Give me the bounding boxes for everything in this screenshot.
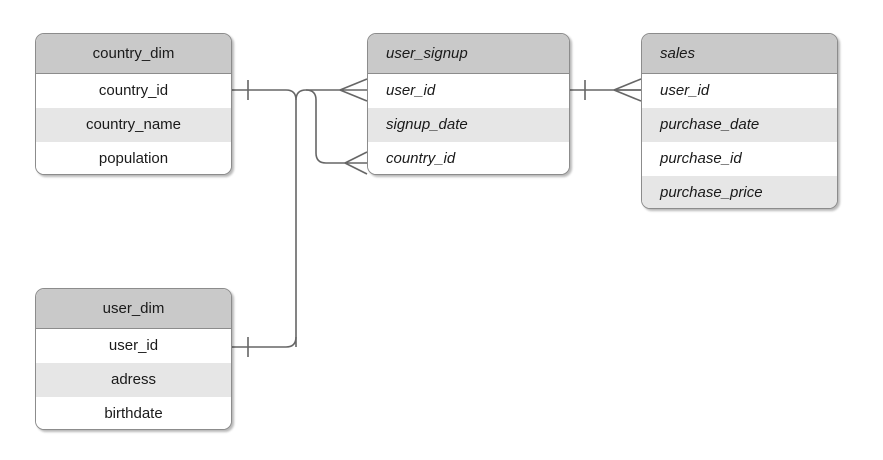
attribute-row-country-name[interactable]: country_name (36, 108, 231, 142)
entity-country-dim[interactable]: country_dim country_id country_name popu… (35, 33, 232, 175)
attribute-row-population[interactable]: population (36, 142, 231, 174)
entity-user-dim[interactable]: user_dim user_id adress birthdate (35, 288, 232, 430)
attribute-row-purchase-id[interactable]: purchase_id (642, 142, 837, 176)
attribute-row-birthdate[interactable]: birthdate (36, 397, 231, 429)
entity-sales[interactable]: sales user_id purchase_date purchase_id … (641, 33, 838, 209)
attribute-row-country-id[interactable]: country_id (36, 74, 231, 108)
relationship-line-country-dim-to-user-signup (232, 89, 297, 347)
attribute-row-adress[interactable]: adress (36, 363, 231, 397)
relationship-line-trunk-to-country-id (305, 89, 345, 164)
entity-title-user-dim: user_dim (36, 289, 231, 329)
attribute-row-signup-date[interactable]: signup_date (368, 108, 569, 142)
cardinality-many-user-signup-user-id (339, 78, 368, 102)
entity-user-signup[interactable]: user_signup user_id signup_date country_… (367, 33, 570, 175)
relationship-line-user-dim-to-trunk (232, 336, 297, 348)
entity-title-user-signup: user_signup (368, 34, 569, 74)
attribute-row-purchase-price[interactable]: purchase_price (642, 176, 837, 208)
attribute-row-user-id[interactable]: user_id (642, 74, 837, 108)
cardinality-many-user-signup-country-id (344, 151, 368, 175)
cardinality-many-sales-user-id (613, 78, 642, 102)
relationship-line-trunk-to-user-id (295, 89, 340, 101)
attribute-row-user-id[interactable]: user_id (368, 74, 569, 108)
attribute-row-user-id[interactable]: user_id (36, 329, 231, 363)
attribute-row-purchase-date[interactable]: purchase_date (642, 108, 837, 142)
entity-title-sales: sales (642, 34, 837, 74)
attribute-row-country-id[interactable]: country_id (368, 142, 569, 174)
entity-title-country-dim: country_dim (36, 34, 231, 74)
